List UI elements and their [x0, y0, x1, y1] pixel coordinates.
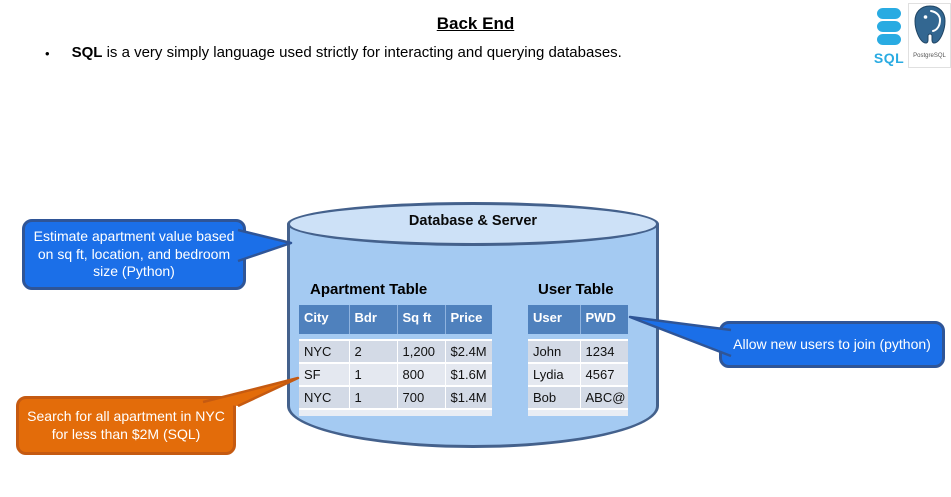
user-table-title: User Table: [538, 281, 614, 298]
bullet-text-bold: SQL: [71, 44, 103, 61]
table-gap-row: [299, 334, 492, 341]
table-cell: $1.6M: [445, 363, 492, 387]
table-cell: 1: [349, 363, 398, 387]
table-cell: NYC: [299, 340, 350, 364]
table-cell: 1: [349, 386, 398, 410]
apartment-table-title: Apartment Table: [310, 281, 428, 298]
table-cell: Bob: [528, 386, 581, 410]
table-row: John 1234: [528, 340, 628, 364]
column-header: Bdr: [349, 305, 398, 334]
page-title: Back End: [436, 14, 515, 33]
callout-search-sql-text: Search for all apartment in NYC for less…: [27, 407, 225, 442]
table-cell: NYC: [299, 386, 350, 410]
table-footer-band: [299, 409, 492, 416]
table-row: NYC 1 700 $1.4M: [299, 386, 492, 410]
postgresql-elephant-icon: [913, 5, 946, 44]
table-cell: $1.4M: [445, 386, 492, 410]
column-header: Price: [445, 305, 492, 334]
table-cell: $2.4M: [445, 340, 492, 364]
callout-allow-users: Allow new users to join (python): [719, 321, 945, 368]
table-row: NYC 2 1,200 $2.4M: [299, 340, 492, 364]
bullet-item: • SQL is a very simply language used str…: [45, 44, 805, 63]
table-cell: SF: [299, 363, 350, 387]
table-cell: 1234: [580, 340, 628, 364]
callout-estimate-text: Estimate apartment value based on sq ft,…: [33, 227, 235, 280]
user-table-block: User Table User PWD John 1234 Lydia 4567…: [528, 279, 628, 416]
callout-search-sql: Search for all apartment in NYC for less…: [16, 396, 236, 455]
user-header-row: User PWD: [528, 305, 628, 334]
table-cell: 1,200: [397, 340, 446, 364]
table-cell: 2: [349, 340, 398, 364]
callout-estimate-value: Estimate apartment value based on sq ft,…: [22, 219, 246, 290]
bullet-text-rest: is a very simply language used strictly …: [102, 44, 622, 61]
column-header: Sq ft: [397, 305, 446, 334]
table-cell: 800: [397, 363, 446, 387]
apartment-table-block: Apartment Table City Bdr Sq ft Price NYC…: [299, 279, 492, 416]
apartment-table: City Bdr Sq ft Price NYC 2 1,200 $2.4M S…: [299, 305, 492, 416]
table-gap-row: [528, 334, 628, 341]
bullet-text: SQL is a very simply language used stric…: [72, 44, 622, 63]
table-cell: ABC@: [580, 386, 628, 410]
table-footer-band: [528, 409, 628, 416]
sql-logo-label: SQL: [873, 50, 905, 66]
table-cell: John: [528, 340, 581, 364]
table-cell: Lydia: [528, 363, 581, 387]
sql-logo: SQL: [872, 7, 906, 66]
user-table: User PWD John 1234 Lydia 4567 Bob ABC@: [528, 305, 628, 416]
column-header: City: [299, 305, 350, 334]
column-header: PWD: [580, 305, 628, 334]
postgresql-logo-label: PostgreSQL: [913, 53, 946, 59]
table-cell: 4567: [580, 363, 628, 387]
table-row: SF 1 800 $1.6M: [299, 363, 492, 387]
column-header: User: [528, 305, 581, 334]
database-stack-icon: [877, 8, 901, 45]
table-row: Lydia 4567: [528, 363, 628, 387]
table-cell: 700: [397, 386, 446, 410]
callout-allow-users-text: Allow new users to join (python): [733, 335, 931, 352]
apartment-header-row: City Bdr Sq ft Price: [299, 305, 492, 334]
bullet-icon: •: [45, 46, 50, 61]
cylinder-top-ellipse: [287, 202, 659, 246]
database-title: Database & Server: [408, 213, 538, 229]
table-row: Bob ABC@: [528, 386, 628, 410]
postgresql-logo: PostgreSQL: [908, 3, 951, 68]
